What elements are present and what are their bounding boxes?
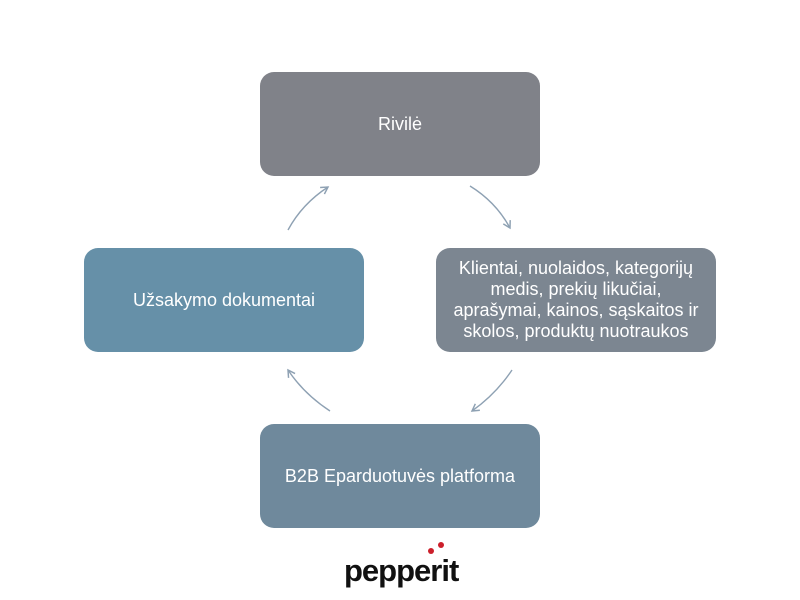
arrow-right-to-bottom: [470, 369, 513, 412]
node-b2b-platform: B2B Eparduotuvės platforma: [260, 424, 540, 528]
arrow-top-to-right: [469, 185, 511, 230]
node-rivile: Rivilė: [260, 72, 540, 176]
logo-text: pepperit: [344, 553, 459, 588]
node-b2b-platform-label: B2B Eparduotuvės platforma: [284, 465, 516, 486]
node-data-list: Klientai, nuolaidos, kategorijų medis, p…: [436, 248, 716, 352]
logo-dot: [428, 548, 434, 554]
node-order-documents: Užsakymo dokumentai: [84, 248, 364, 352]
node-rivile-label: Rivilė: [377, 113, 422, 134]
node-data-list-label: Klientai, nuolaidos, kategorijų medis, p…: [453, 258, 699, 341]
pepperit-logo: pepperit: [344, 540, 460, 592]
node-order-documents-label: Užsakymo dokumentai: [132, 289, 316, 310]
arrow-left-to-top: [287, 186, 330, 231]
arrow-bottom-to-left: [287, 368, 331, 412]
logo-dot: [438, 542, 444, 548]
